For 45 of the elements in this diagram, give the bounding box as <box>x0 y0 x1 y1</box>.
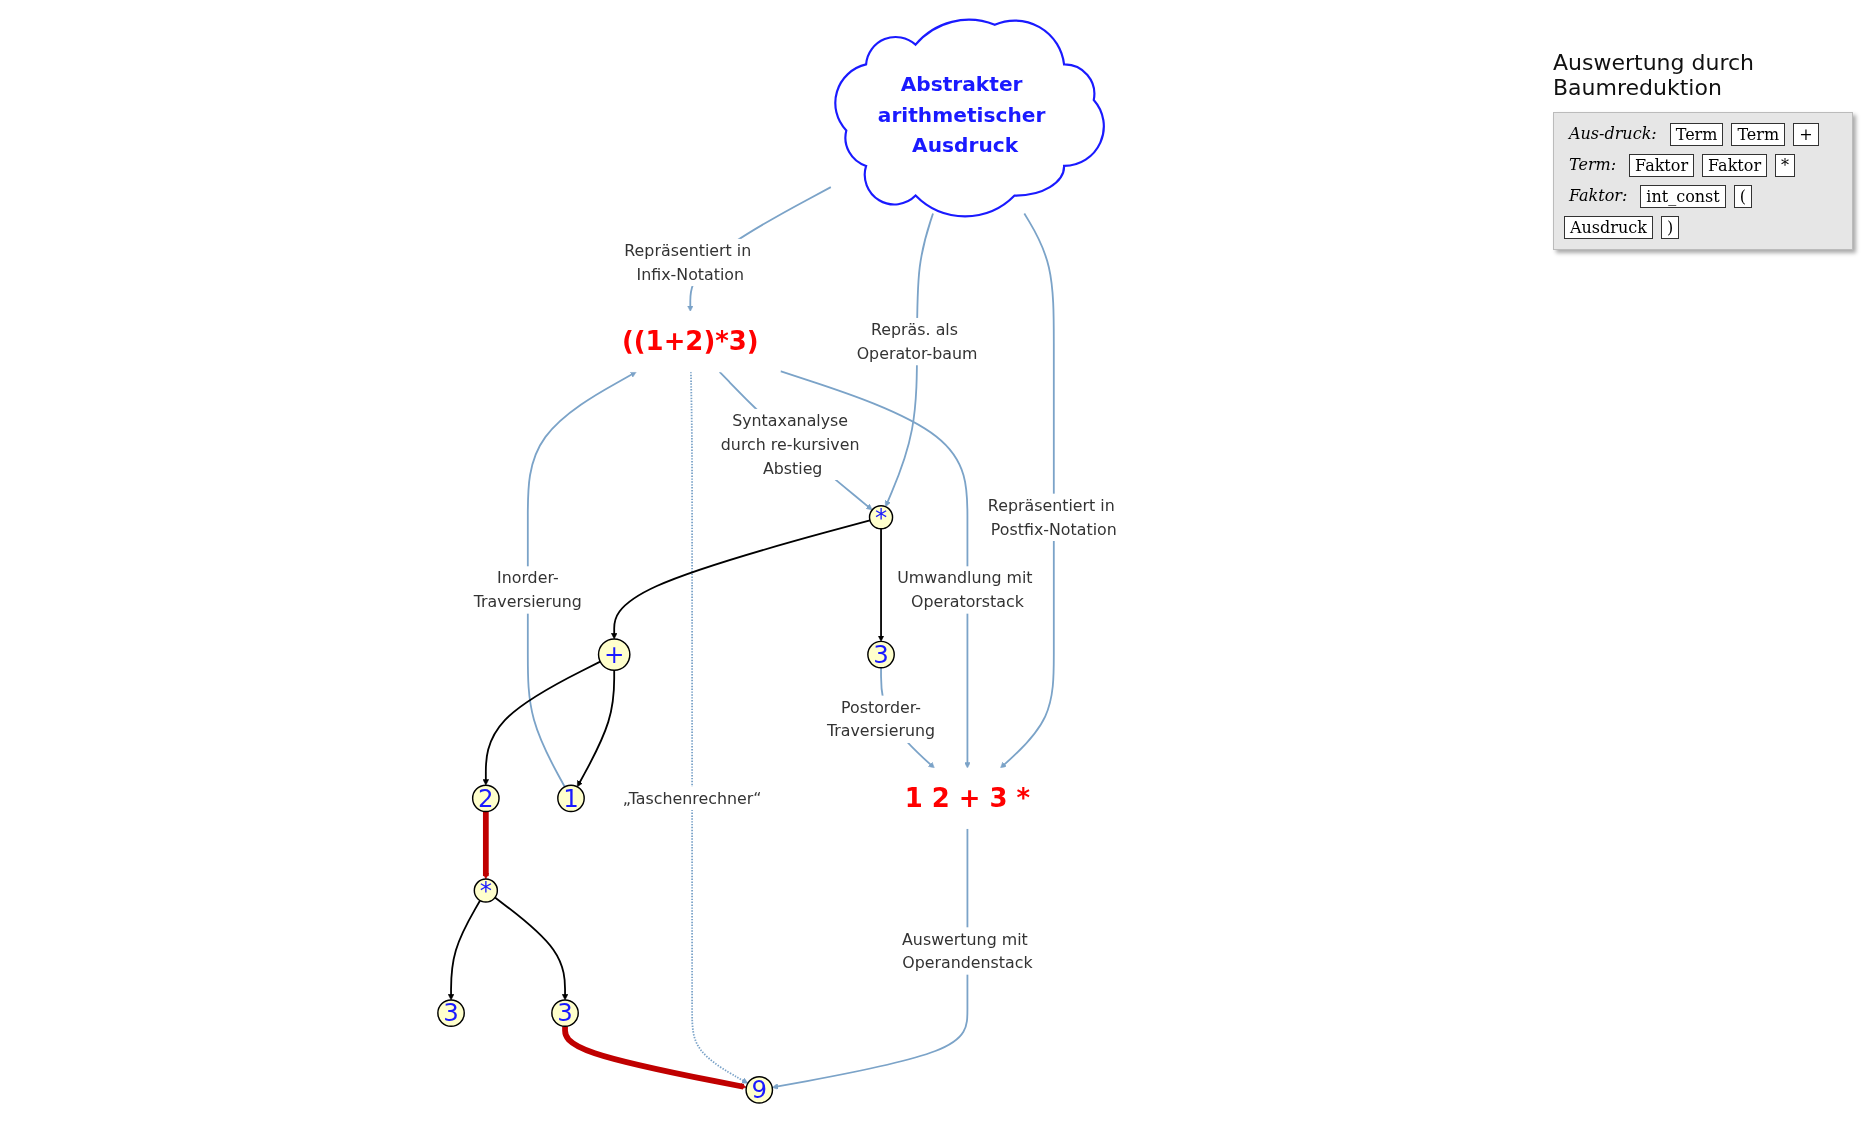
syntax-term: Faktor <box>1629 154 1695 177</box>
edge-label: Repräsentiert in Infix-Notation <box>624 241 751 283</box>
edge-label: „Taschenrechner“ <box>622 788 762 807</box>
edge-label: Repräs. als Operator-baum <box>856 320 978 362</box>
node-circle: * <box>868 504 893 529</box>
node-text: 1 2 + 3 * <box>904 782 1030 813</box>
node-text: ((1+2)*3) <box>621 326 759 356</box>
arrow <box>493 896 568 1000</box>
node-circle: 2 <box>471 783 500 812</box>
arrow <box>561 1025 747 1090</box>
arrow <box>877 527 884 642</box>
edge-label: Inorder-Traversierung <box>473 568 582 611</box>
node-circle: 3 <box>550 998 579 1027</box>
syntax-term: Faktor: <box>1568 185 1629 207</box>
syntax-term: + <box>1793 123 1819 146</box>
node-circle: 3 <box>866 640 895 668</box>
syntax-term: Term <box>1731 123 1786 146</box>
node-circle: * <box>473 877 498 903</box>
syntax-term: Ausdruck <box>1564 216 1653 239</box>
node-circle: 1 <box>556 783 585 812</box>
arrow <box>610 518 871 639</box>
syntax-term: ) <box>1660 216 1680 239</box>
arrow <box>526 371 637 788</box>
syntax-term: Faktor <box>1702 154 1768 177</box>
syntax-term: * <box>1775 154 1796 177</box>
syntax-term: Term <box>1669 123 1724 146</box>
node-circle: + <box>597 637 631 671</box>
syntax-term: Aus-druck: <box>1567 123 1658 145</box>
node-circle: 9 <box>745 1075 773 1104</box>
edge-label: Auswertung mit Operandenstack <box>901 929 1033 972</box>
arrow <box>576 668 615 787</box>
edge-label: Repräsentiert in Postfix-Notation <box>987 495 1117 538</box>
edge-label: Umwandlung mit Operatorstack <box>896 568 1033 611</box>
arrow <box>718 370 873 510</box>
edge-label: Syntaxanalyse durch re-kursiven Abstieg <box>720 411 860 477</box>
arrow <box>999 212 1055 768</box>
arrow <box>482 660 601 785</box>
syntax-term: Term: <box>1568 154 1618 176</box>
arrow <box>482 811 489 879</box>
syntax-term: int_const <box>1640 185 1726 208</box>
node-circle: 3 <box>436 998 465 1027</box>
caption-text: Auswertung durch Baumreduktion <box>1553 50 1755 100</box>
edge-label: Postorder-Traversierung <box>826 697 935 740</box>
syntax-term: ( <box>1733 185 1752 208</box>
arrow <box>447 899 481 1000</box>
